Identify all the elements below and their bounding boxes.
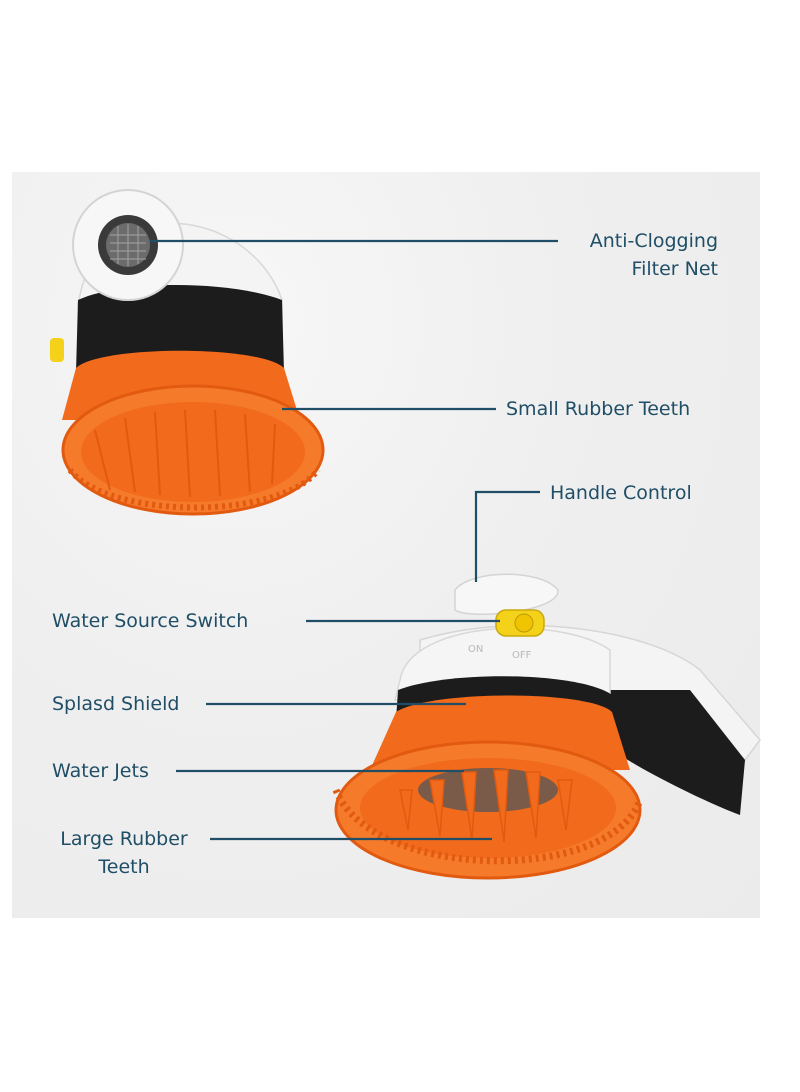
callout-anti-clogging-filter-net: Anti-Clogging Filter Net xyxy=(540,227,718,283)
callout-water-jets: Water Jets xyxy=(52,760,149,782)
callout-splash-shield: Splasd Shield xyxy=(52,693,180,715)
bottom-shower-head: ON OFF xyxy=(332,573,761,880)
filter-net-icon xyxy=(72,189,184,301)
switch-button-icon xyxy=(495,609,545,637)
callout-anti-clogging-line1: Anti-Clogging xyxy=(589,230,718,252)
callout-small-rubber-teeth: Small Rubber Teeth xyxy=(506,398,691,420)
switch-off-marking: OFF xyxy=(512,650,532,661)
leader-handle-control xyxy=(474,490,540,582)
callout-anti-clogging-line2: Filter Net xyxy=(631,258,718,280)
top-shower-head xyxy=(50,189,325,516)
leader-lines xyxy=(150,239,558,841)
callout-large-rubber-teeth: Large Rubber Teeth xyxy=(44,825,204,881)
callout-large-teeth-line2: Teeth xyxy=(98,856,150,878)
callout-water-source-switch: Water Source Switch xyxy=(52,610,249,632)
callout-large-teeth-line1: Large Rubber xyxy=(60,828,188,850)
callout-handle-control: Handle Control xyxy=(550,482,692,504)
switch-on-marking: ON xyxy=(468,644,483,655)
